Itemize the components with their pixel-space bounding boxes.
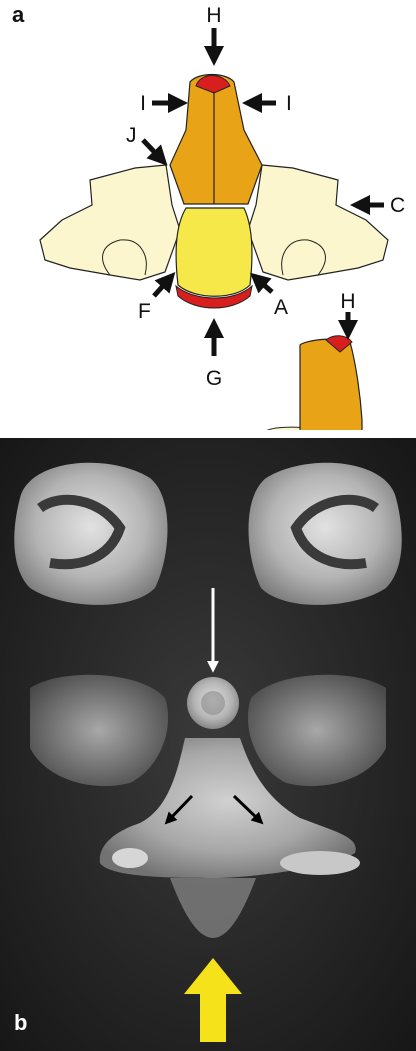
lateral-dens (300, 339, 362, 430)
ct-image: b (0, 438, 416, 1051)
label-g-frontal: G (206, 367, 222, 390)
arrow-f (154, 278, 170, 296)
frontal-view (40, 75, 388, 309)
label-j: J (126, 124, 137, 147)
label-h-top: H (206, 4, 221, 27)
ct-right-facet (280, 851, 360, 875)
ct-left-upper-mass (14, 463, 167, 605)
arrow-a (256, 278, 272, 292)
ct-left-facet (112, 848, 148, 868)
panel-a-label: a (12, 2, 25, 27)
label-i-right: I (286, 92, 292, 115)
dens (170, 75, 262, 205)
panel-b-ct: b (0, 438, 416, 1051)
left-lateral-mass (40, 165, 180, 280)
arrow-j (143, 140, 162, 160)
label-i-left: I (140, 92, 146, 115)
ct-right-upper-mass (249, 463, 402, 605)
vertebral-body (176, 208, 252, 296)
label-h-lateral: H (340, 290, 355, 313)
label-f: F (138, 300, 151, 323)
axis-vertebra-drawing: H I I J C F A G H M (0, 0, 416, 430)
right-lateral-mass (248, 165, 388, 280)
label-a: A (274, 296, 288, 319)
panel-a-diagram: H I I J C F A G H M (0, 0, 416, 430)
ct-right-lower-mass (248, 675, 386, 786)
panel-a-label-box: a (8, 0, 38, 30)
ct-left-lower-mass (30, 675, 168, 786)
panel-b-label: b (14, 1010, 27, 1035)
label-c: C (390, 194, 405, 217)
